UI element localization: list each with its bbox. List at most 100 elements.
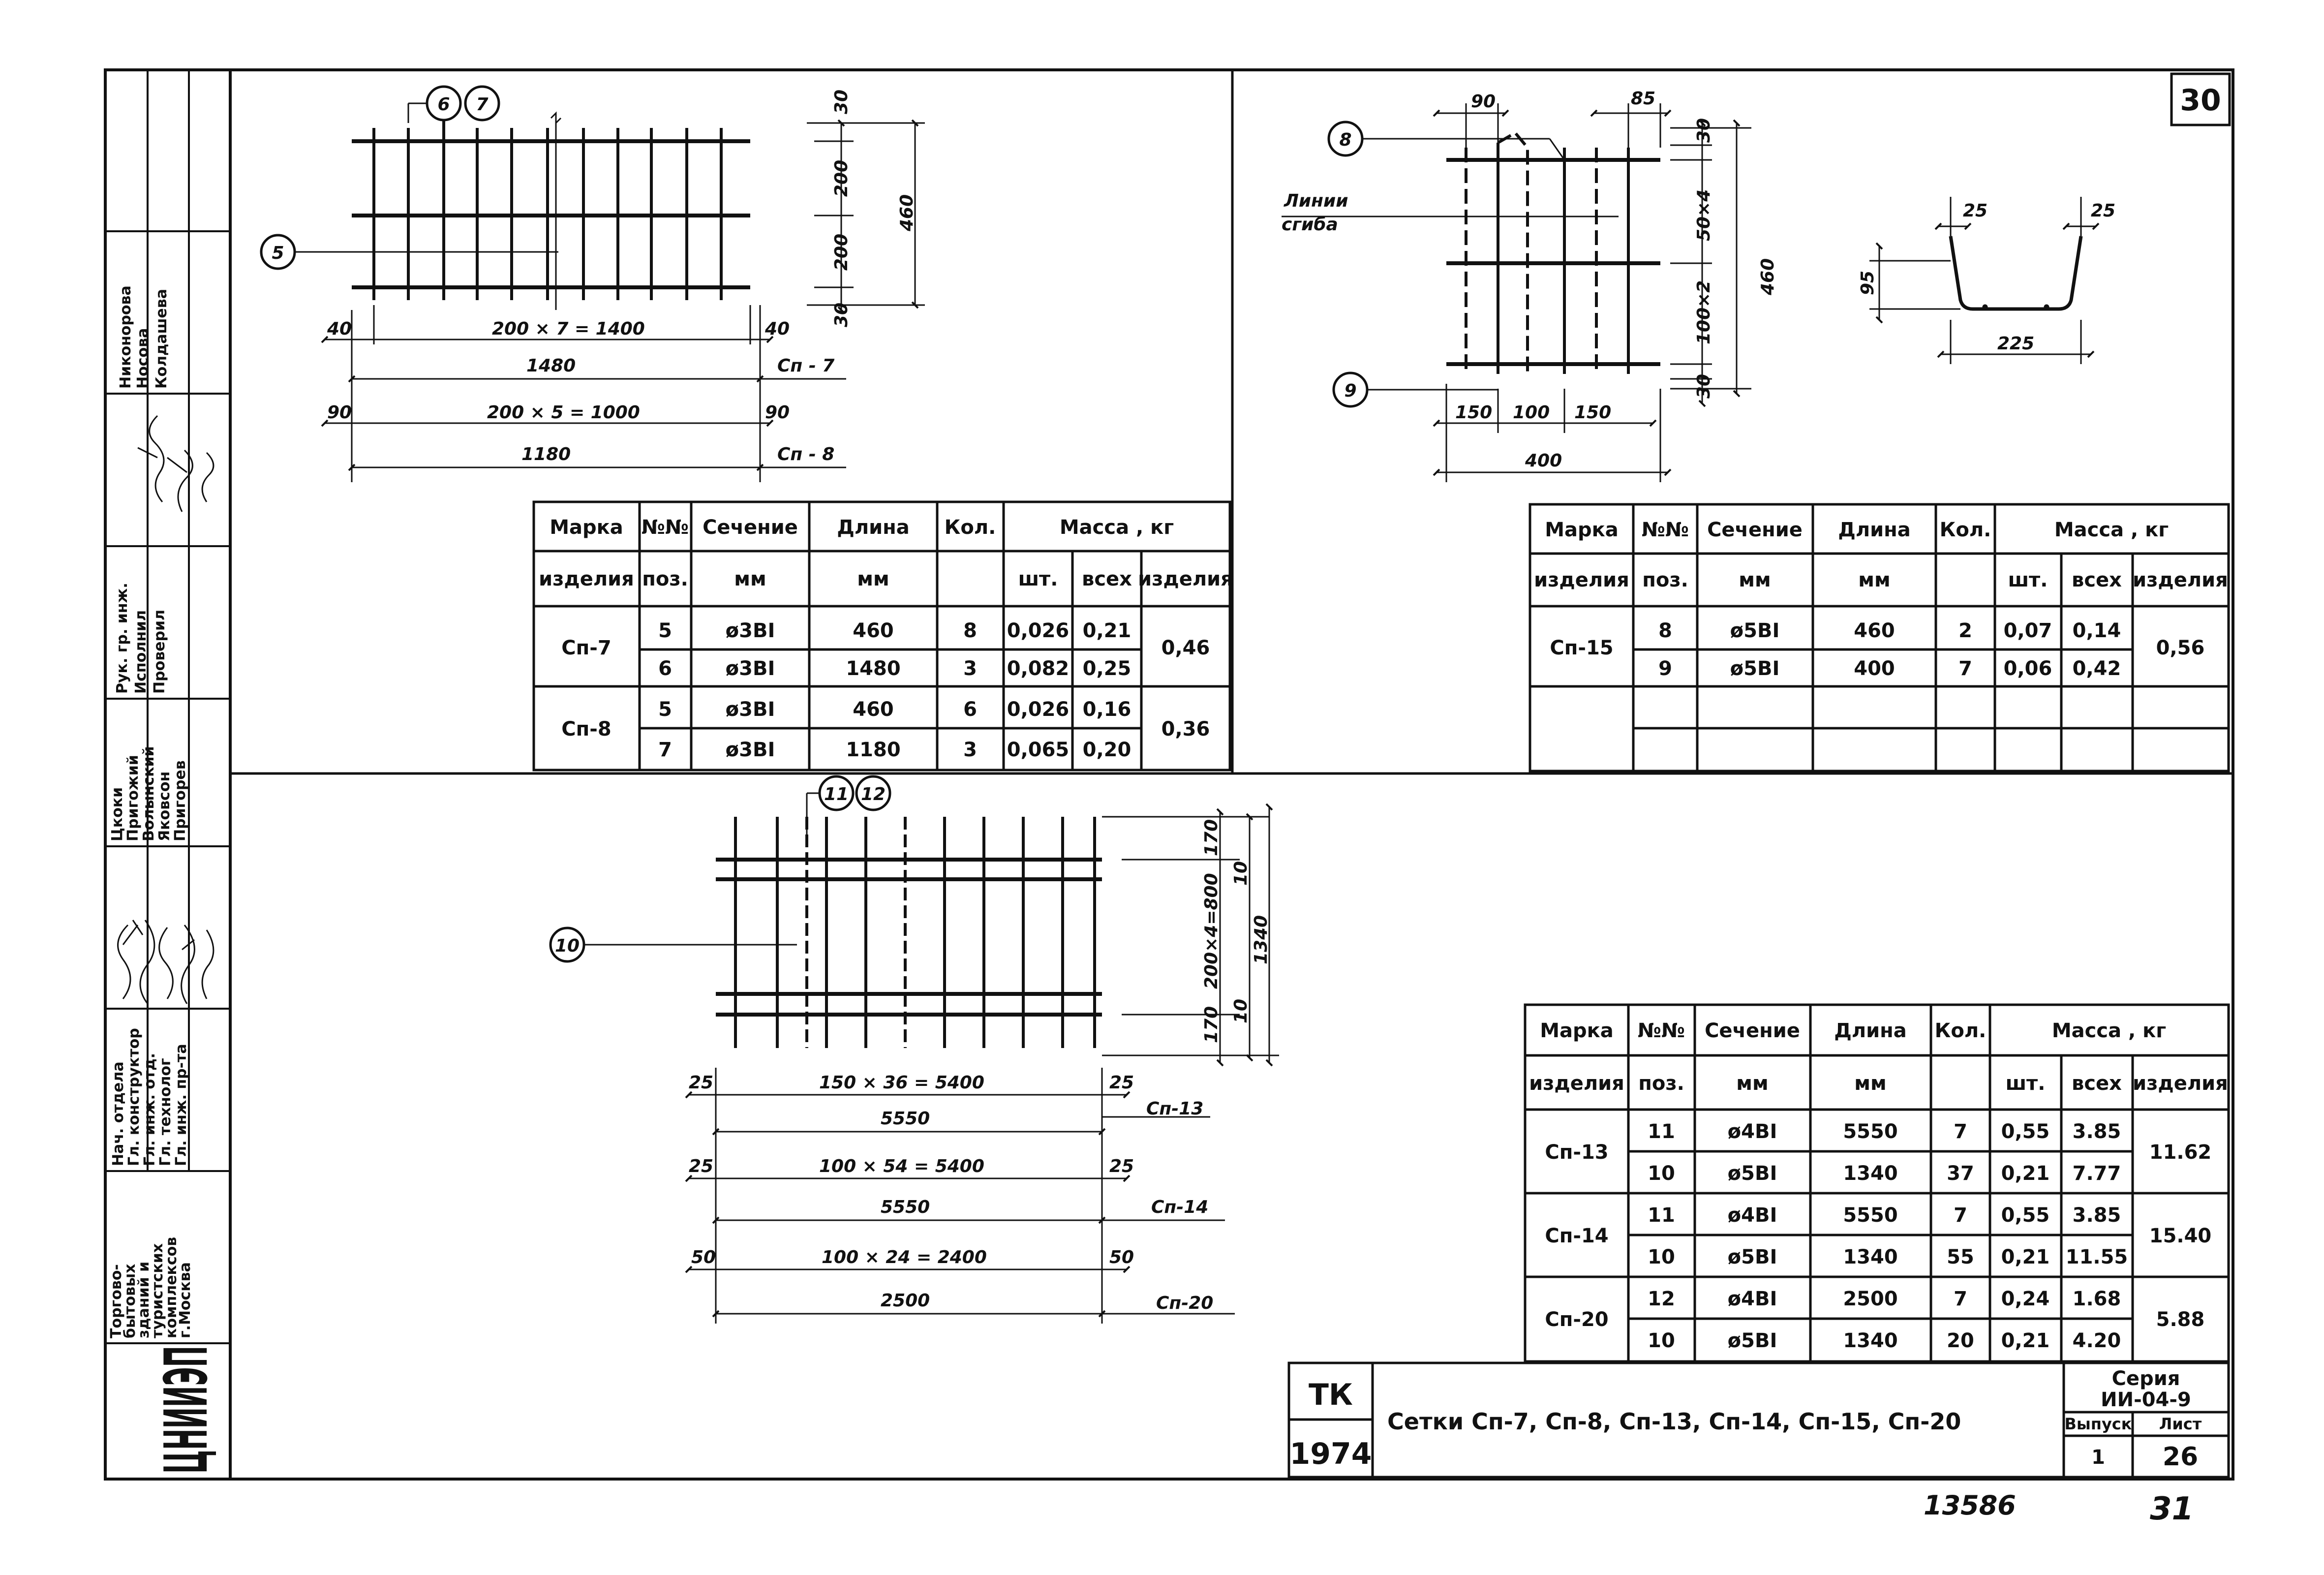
dim-span-sp7: 200 × 7 = 1400 <box>492 319 645 339</box>
dim-span-sp8: 200 × 5 = 1000 <box>487 402 640 423</box>
table-cell: 7 <box>1958 657 1972 680</box>
dim-460-sp15: 460 <box>1758 258 1778 296</box>
table-cell: ø5BI <box>1728 1162 1777 1185</box>
table-cell: ø3BI <box>726 739 775 761</box>
th-poz: поз. <box>1642 569 1688 591</box>
th-nn: №№ <box>1642 519 1689 541</box>
table-cell: ø3BI <box>726 657 775 680</box>
dim-225: 225 <box>1997 334 2034 354</box>
th-kol: Кол. <box>945 516 996 539</box>
table-cell: ø5BI <box>1728 1329 1777 1352</box>
dim-40-left: 40 <box>327 319 352 339</box>
dim-200x4: 200×4=800 <box>1201 873 1222 989</box>
mark-sp13: Сп-13 <box>1146 1099 1203 1119</box>
dim-10-top: 10 <box>1231 861 1251 886</box>
table-cell: 0,06 <box>2004 657 2052 680</box>
table-cell: 0,082 <box>1007 657 1070 680</box>
th-marka: Марка <box>550 516 623 539</box>
table-cell: 11 <box>1648 1204 1675 1227</box>
th-nn: №№ <box>642 516 689 539</box>
mesh-drawing-sp13-sp14-sp20 <box>549 775 1279 1324</box>
dim-200-b: 200 <box>831 234 852 271</box>
th-sechenie: Сечение <box>1705 1019 1800 1042</box>
th-mm2: мм <box>857 568 889 590</box>
table-cell: 0,16 <box>1083 698 1131 721</box>
th-sechenie: Сечение <box>1707 519 1803 541</box>
table-cell: 0,20 <box>1083 739 1131 761</box>
issue-value: 1 <box>2091 1446 2105 1469</box>
th-izdeliya: изделия <box>1529 1072 1624 1095</box>
dim-150-right: 150 <box>1574 402 1611 423</box>
th-marka: Марка <box>1540 1019 1614 1042</box>
table-cell: ø3BI <box>726 619 775 642</box>
dim-50-b: 50 <box>1109 1247 1134 1267</box>
position-gl-konstruktor: Гл. конструктор <box>125 1028 143 1166</box>
th-izdeliya: изделия <box>1534 569 1629 591</box>
position-ruk-gr: Рук. гр. инж. <box>114 583 131 694</box>
dim-30-bottom-sp15: 30 <box>1694 374 1714 399</box>
table-cell: 11 <box>1648 1120 1675 1143</box>
mesh-sp15-labels: 8 9 Линии сгиба 90 85 30 50×4 100×2 30 4… <box>1282 89 2115 471</box>
mark-5: 5 <box>272 243 284 263</box>
dim-85: 85 <box>1631 89 1655 109</box>
table-cell: 0,21 <box>2001 1162 2050 1185</box>
dim-length-sp8: 1180 <box>521 444 571 464</box>
table-cell: 7 <box>1954 1120 1967 1143</box>
table-cell: 2 <box>1958 619 1972 642</box>
org-line-3: зданий и <box>135 1262 153 1338</box>
table-cell: 0,25 <box>1083 657 1131 680</box>
table-row-mark: Сп-20 <box>1545 1308 1608 1331</box>
table-total: 0,36 <box>1162 718 1210 741</box>
table-cell: 1480 <box>846 657 900 680</box>
table-cell: ø5BI <box>1728 1246 1777 1268</box>
dim-100x2: 100×2 <box>1694 280 1714 344</box>
th-mm2: мм <box>1858 569 1890 591</box>
table-cell: 10 <box>1648 1246 1675 1268</box>
table-cell: 0,21 <box>2001 1329 2050 1352</box>
table-cell: 0,24 <box>2001 1288 2050 1310</box>
th-mm1: мм <box>1736 1072 1768 1095</box>
th-kol: Кол. <box>1940 519 1991 541</box>
table-total: 0,56 <box>2156 637 2205 659</box>
signature-lower <box>117 920 214 1004</box>
th-vseh: всех <box>2072 569 2122 591</box>
name-lower-5: Пригорев <box>172 760 189 841</box>
mesh-sp13-labels: 10 11 12 170 200×4=800 170 10 10 1340 25… <box>555 784 1271 1313</box>
th-sht: шт. <box>2008 569 2048 591</box>
mesh-drawing-sp15 <box>1282 103 2100 482</box>
dim-50x4: 50×4 <box>1694 189 1714 241</box>
table-cell: 1180 <box>846 739 900 761</box>
dim-length-sp20: 2500 <box>881 1291 930 1311</box>
table-cell: 0,026 <box>1007 698 1070 721</box>
dim-90-left: 90 <box>327 402 352 423</box>
dim-200-a: 200 <box>831 160 852 197</box>
dim-span-sp13: 150 × 36 = 5400 <box>819 1073 984 1093</box>
sheet-value: 26 <box>2163 1442 2198 1472</box>
dim-25-d: 25 <box>1109 1156 1134 1176</box>
mark-12: 12 <box>861 784 886 804</box>
dim-95: 95 <box>1858 271 1878 295</box>
org-line-1: Торгово- <box>108 1264 125 1338</box>
table-cell: 5550 <box>1843 1120 1897 1143</box>
th-poz: поз. <box>642 568 688 590</box>
mark-10: 10 <box>555 936 580 956</box>
dim-span-sp14: 100 × 54 = 5400 <box>819 1156 984 1176</box>
table-cell: 20 <box>1947 1329 1974 1352</box>
sheet-title: Сетки Сп-7, Сп-8, Сп-13, Сп-14, Сп-15, С… <box>1387 1408 1961 1435</box>
dim-400: 400 <box>1525 451 1562 471</box>
th-nn: №№ <box>1638 1019 1685 1042</box>
table-cell: ø4BI <box>1728 1120 1777 1143</box>
table-cell: 37 <box>1947 1162 1974 1185</box>
org-line-5: комплексов <box>163 1237 180 1338</box>
th-kol: Кол. <box>1935 1019 1987 1042</box>
table-cell: 8 <box>1658 619 1672 642</box>
th-massa: Масса , кг <box>2054 519 2169 541</box>
position-proveril: Проверил <box>151 610 168 694</box>
table-cell: 0,21 <box>1083 619 1131 642</box>
table-cell: 7 <box>1954 1204 1967 1227</box>
dim-30-top-sp15: 30 <box>1694 118 1714 143</box>
table-cell: 10 <box>1648 1162 1675 1185</box>
table-cell: 0,55 <box>2001 1204 2050 1227</box>
table-cell: 55 <box>1947 1246 1974 1268</box>
table-row-mark: Сп-14 <box>1545 1225 1608 1247</box>
